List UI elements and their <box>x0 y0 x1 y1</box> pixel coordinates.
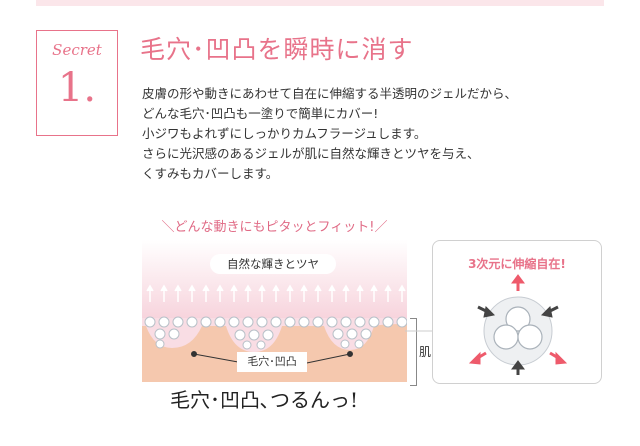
skin-label: 肌 <box>419 345 432 359</box>
body-line: くすみもカバーします。 <box>142 166 279 181</box>
secret-badge: Secret 1. <box>36 30 118 136</box>
secret-number: 1. <box>57 65 97 111</box>
callout-connector <box>405 330 435 332</box>
diagram-caption: ＼どんな動きにもピタッとフィット!／ <box>161 220 388 235</box>
top-rule <box>36 0 604 6</box>
molecule-icon <box>468 274 568 375</box>
headline: 毛穴･凹凸を瞬時に消す <box>140 35 414 64</box>
body-line: どんな毛穴･凹凸も一塗りで簡単にカバー! <box>142 106 379 121</box>
body-line: 小ジワもよれずにしっかりカムフラージュします。 <box>142 126 427 141</box>
elasticity-callout: 3次元に伸縮自在! <box>432 240 602 384</box>
up-arrows-row <box>146 284 406 302</box>
glow-label: 自然な輝きとツヤ <box>210 254 336 274</box>
body-line: 皮膚の形や動きにあわせて自在に伸縮する半透明のジェルだから、 <box>142 86 518 101</box>
callout-title: 3次元に伸縮自在! <box>468 257 566 271</box>
skin-gel-diagram: ＼どんな動きにもピタッとフィット!／ <box>142 214 407 382</box>
skin-bracket <box>410 318 417 386</box>
body-copy: 皮膚の形や動きにあわせて自在に伸縮する半透明のジェルだから、 どんな毛穴･凹凸も… <box>142 84 592 184</box>
body-line: さらに光沢感のあるジェルが肌に自然な輝きとツヤを与え、 <box>142 146 480 161</box>
tagline: 毛穴･凹凸､つるんっ! <box>170 388 359 412</box>
gel-bead-layer <box>142 316 407 364</box>
pore-label: 毛穴･凹凸 <box>237 352 307 372</box>
secret-label: Secret <box>52 41 102 59</box>
gel-layer <box>142 240 407 320</box>
